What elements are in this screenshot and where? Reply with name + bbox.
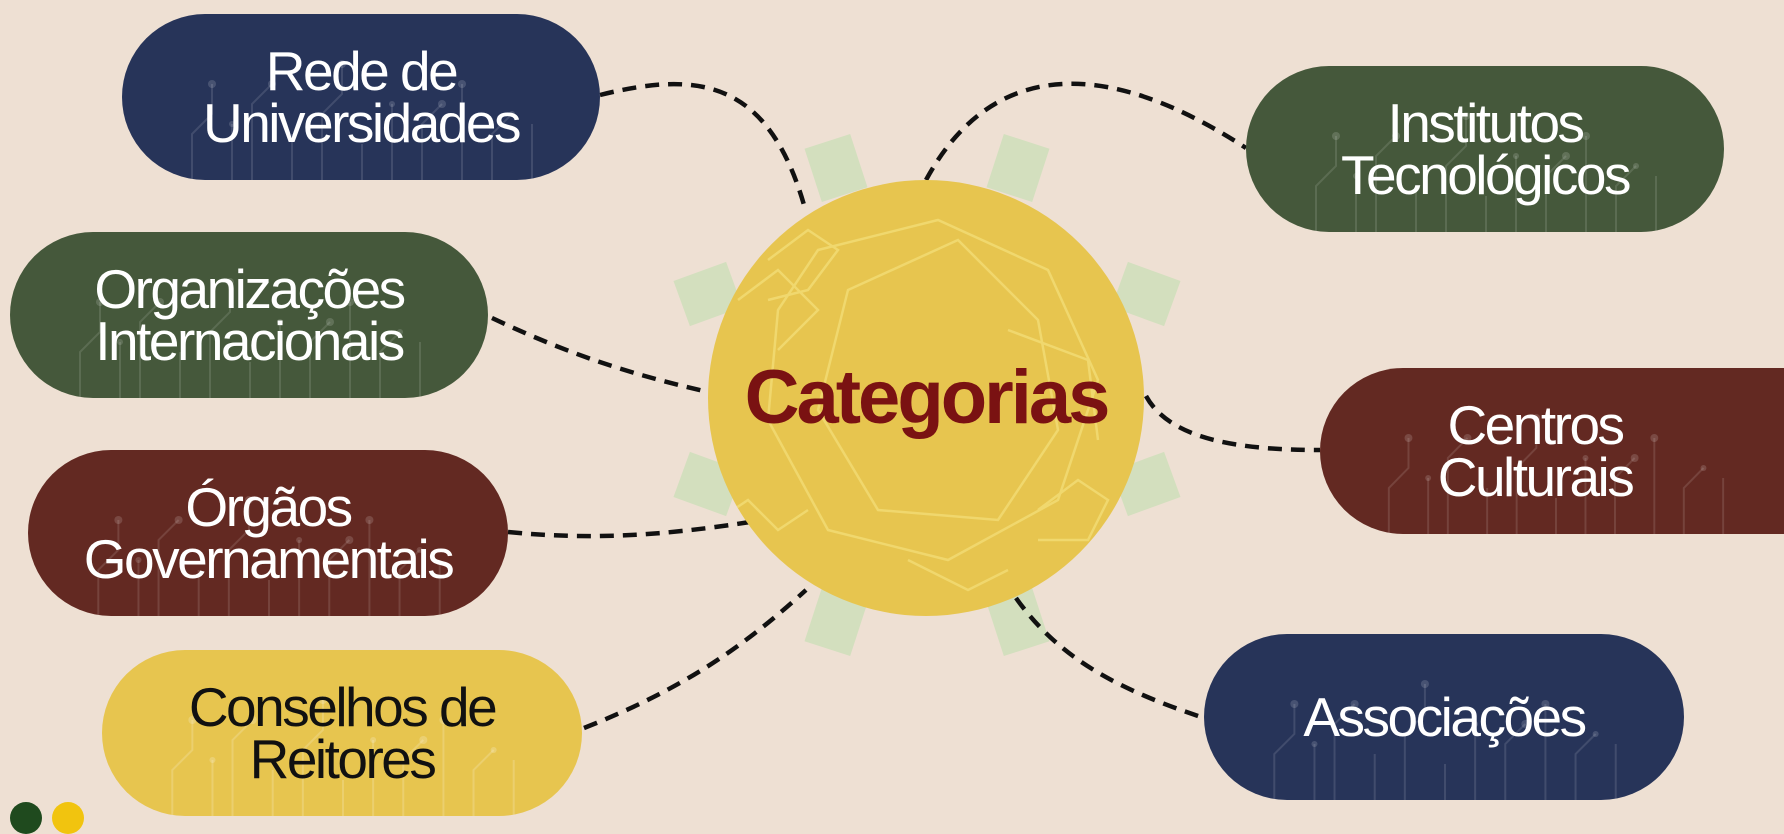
category-institutos-tecnologicos[interactable]: Institutos Tecnológicos (1246, 66, 1724, 232)
connector-institutos (924, 81, 1248, 182)
category-label: Associações (1303, 686, 1587, 748)
circuit-pattern-icon (1273, 680, 1617, 800)
corner-dot-yellow (52, 802, 84, 834)
category-conselhos-de-reitores[interactable]: Conselhos de Reitores (102, 650, 582, 816)
hub-circle: Categorias (708, 180, 1144, 616)
category-centros-culturais[interactable]: Centros Culturais (1320, 368, 1784, 534)
category-orgaos-governamentais[interactable]: Órgãos Governamentais (28, 450, 508, 616)
category-organizacoes-internacionais[interactable]: Organizações Internacionais (10, 232, 488, 398)
circuit-pattern-icon (171, 696, 515, 816)
circuit-pattern-icon (191, 60, 533, 180)
circuit-pattern-icon (1387, 414, 1725, 534)
category-associacoes[interactable]: Associações (1204, 634, 1684, 800)
circuit-pattern-icon (79, 278, 421, 398)
category-label: Órgãos Governamentais (83, 476, 455, 590)
geometric-pattern-icon (717, 218, 1110, 592)
category-label: Institutos Tecnológicos (1341, 92, 1631, 206)
circuit-pattern-icon (97, 496, 441, 616)
circuit-pattern-icon (1315, 112, 1657, 232)
category-rede-de-universidades[interactable]: Rede de Universidades (122, 14, 600, 180)
category-label: Centros Culturais (1437, 394, 1635, 508)
category-label: Conselhos de Reitores (188, 676, 498, 790)
connector-assoc (1014, 596, 1205, 721)
corner-dot-green (10, 802, 42, 834)
connector-org (491, 315, 709, 395)
category-label: Rede de Universidades (202, 40, 522, 154)
connector-centros (1144, 394, 1321, 453)
hub-title: Categorias (744, 355, 1111, 440)
category-label: Organizações Internacionais (94, 258, 406, 372)
